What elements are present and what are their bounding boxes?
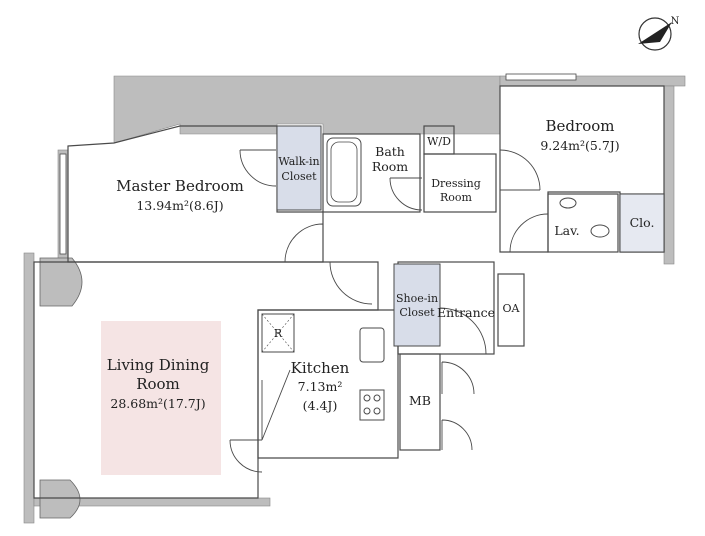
living-left-wall — [23, 252, 35, 524]
room-outlines — [33, 85, 665, 499]
burner-3 — [363, 407, 371, 415]
door-kitchen-diag — [261, 369, 291, 441]
fridge-box — [261, 313, 295, 353]
bedroom-name: Bedroom — [546, 117, 615, 135]
compass: N — [638, 16, 680, 51]
dressing-room-line2: Room — [440, 191, 473, 204]
kitchen-area1: 7.13m² — [298, 379, 343, 394]
dressing-room-line1: Dressing — [431, 177, 481, 190]
burner-4 — [373, 407, 381, 415]
column-bottom-left — [39, 479, 81, 519]
compass-circle — [638, 17, 672, 51]
shoe-in-closet-line1: Shoe-in — [396, 292, 438, 305]
living-dining-area: 28.68m²(17.7J) — [110, 396, 205, 411]
oa-label: OA — [503, 302, 521, 315]
compass-needle-icon — [638, 22, 672, 44]
door-lav — [509, 213, 549, 253]
bath-room-line1: Bath — [375, 144, 405, 159]
lavatory-outline — [547, 193, 619, 253]
door-entrance — [439, 307, 487, 355]
bedroom-area: 9.24m²(5.7J) — [540, 138, 619, 153]
bath-outline — [322, 133, 421, 213]
wd-label: W/D — [427, 135, 451, 148]
dressing-outline — [423, 153, 497, 213]
oa-outline — [497, 273, 525, 347]
master-bedroom-name: Master Bedroom — [116, 177, 244, 195]
room-labels: Master Bedroom 13.94m²(8.6J) Walk-in Clo… — [107, 117, 655, 413]
burner-2 — [373, 394, 381, 402]
living-dining-line2: Room — [136, 375, 180, 393]
door-bath — [389, 177, 423, 211]
clo-box — [619, 193, 665, 253]
door-mb-upper — [441, 361, 475, 395]
kitchen-outline — [257, 309, 399, 459]
kitchen-name: Kitchen — [291, 359, 350, 377]
door-master-lower — [284, 223, 324, 263]
stove — [359, 389, 385, 421]
window-bedroom-top — [505, 73, 577, 81]
living-dining-highlight — [101, 321, 221, 475]
refrigerator-label: R — [274, 327, 283, 340]
window-master-left — [59, 153, 67, 255]
walk-in-closet-line1: Walk-in — [278, 155, 319, 168]
compass-label: N — [671, 16, 680, 27]
door-master — [239, 149, 277, 187]
door-mb-lower — [441, 419, 473, 451]
fridge-cross — [261, 313, 295, 353]
walk-in-closet-line2: Closet — [281, 170, 317, 183]
burner-1 — [363, 394, 371, 402]
door-swings — [229, 149, 549, 473]
shoe-in-closet-line2: Closet — [399, 306, 435, 319]
master-bedroom-area: 13.94m²(8.6J) — [136, 198, 223, 213]
door-living — [329, 261, 373, 305]
column-top-left — [39, 257, 83, 307]
mb-outline — [399, 353, 441, 451]
mb-label: MB — [409, 393, 431, 408]
living-dining-line1: Living Dining — [107, 356, 210, 374]
kitchen-area2: (4.4J) — [303, 398, 338, 413]
door-bedroom — [499, 149, 541, 191]
closet-label: Clo. — [630, 215, 655, 230]
shoe-in-closet-box — [393, 263, 441, 347]
door-kitchen-bottom — [229, 439, 263, 473]
right-wall — [663, 85, 675, 265]
bathtub — [326, 137, 362, 207]
sink — [359, 327, 385, 363]
bathtub-inner — [330, 141, 358, 203]
toilet — [590, 224, 610, 238]
walk-in-closet-box — [276, 125, 322, 211]
entrance-label: Entrance — [437, 305, 495, 320]
bath-room-line2: Room — [372, 159, 408, 174]
lavatory-label: Lav. — [554, 223, 579, 238]
lav-sink — [559, 197, 577, 209]
